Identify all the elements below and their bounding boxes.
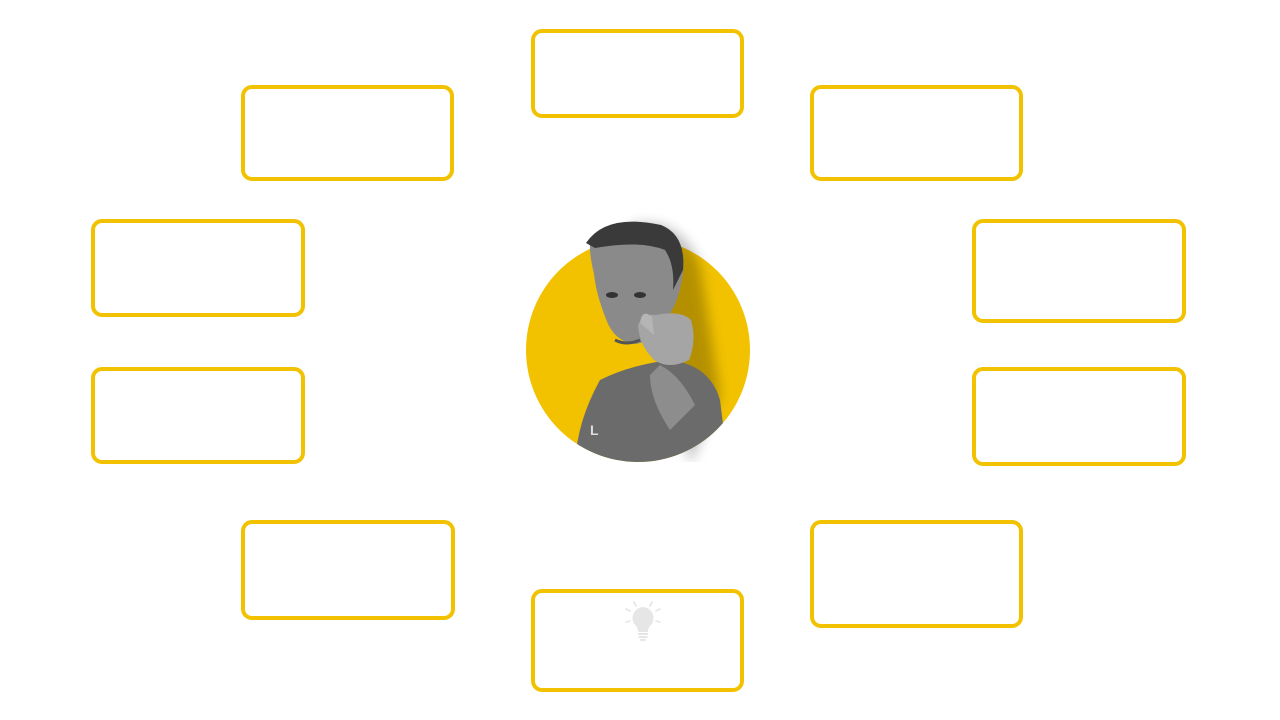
lightbulb-icon bbox=[625, 601, 661, 641]
idea-box-top bbox=[531, 29, 744, 118]
portrait-pointing-man: L bbox=[526, 221, 750, 462]
idea-box-lower-left bbox=[241, 520, 455, 620]
idea-box-mid-left-2 bbox=[91, 367, 305, 464]
svg-text:L: L bbox=[590, 422, 599, 438]
idea-box-lower-right bbox=[810, 520, 1023, 628]
idea-box-mid-left-1 bbox=[91, 219, 305, 317]
idea-box-mid-right-2 bbox=[972, 367, 1186, 466]
idea-box-upper-right bbox=[810, 85, 1023, 181]
idea-box-upper-left bbox=[241, 85, 454, 181]
idea-box-bottom bbox=[531, 589, 744, 692]
idea-box-mid-right-1 bbox=[972, 219, 1186, 323]
person-photo: L bbox=[575, 221, 725, 462]
